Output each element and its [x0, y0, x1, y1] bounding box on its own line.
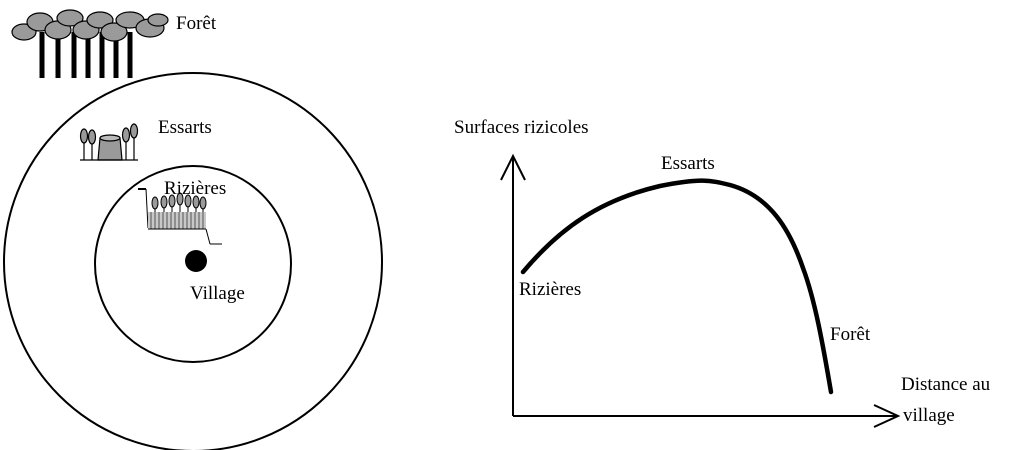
label-swidden: Essarts	[158, 117, 212, 138]
profile-graph: Surfaces rizicoles Distance au village R…	[454, 117, 991, 427]
label-village: Village	[190, 283, 245, 304]
x-axis-label-line2: village	[903, 405, 955, 426]
village-dot-icon	[185, 250, 207, 272]
stump-saplings-icon	[80, 124, 138, 160]
label-forest: Forêt	[176, 13, 217, 34]
curve-label-end: Forêt	[830, 324, 871, 345]
label-rice-fields: Rizières	[164, 178, 226, 199]
curve-label-peak: Essarts	[661, 153, 715, 174]
tree-cluster-icon	[12, 10, 168, 78]
curve-label-start: Rizières	[519, 279, 581, 300]
zones-diagram: Forêt Essarts Rizières Village	[4, 10, 382, 450]
x-axis-label-line1: Distance au	[901, 374, 991, 395]
y-axis-label: Surfaces rizicoles	[454, 117, 589, 138]
